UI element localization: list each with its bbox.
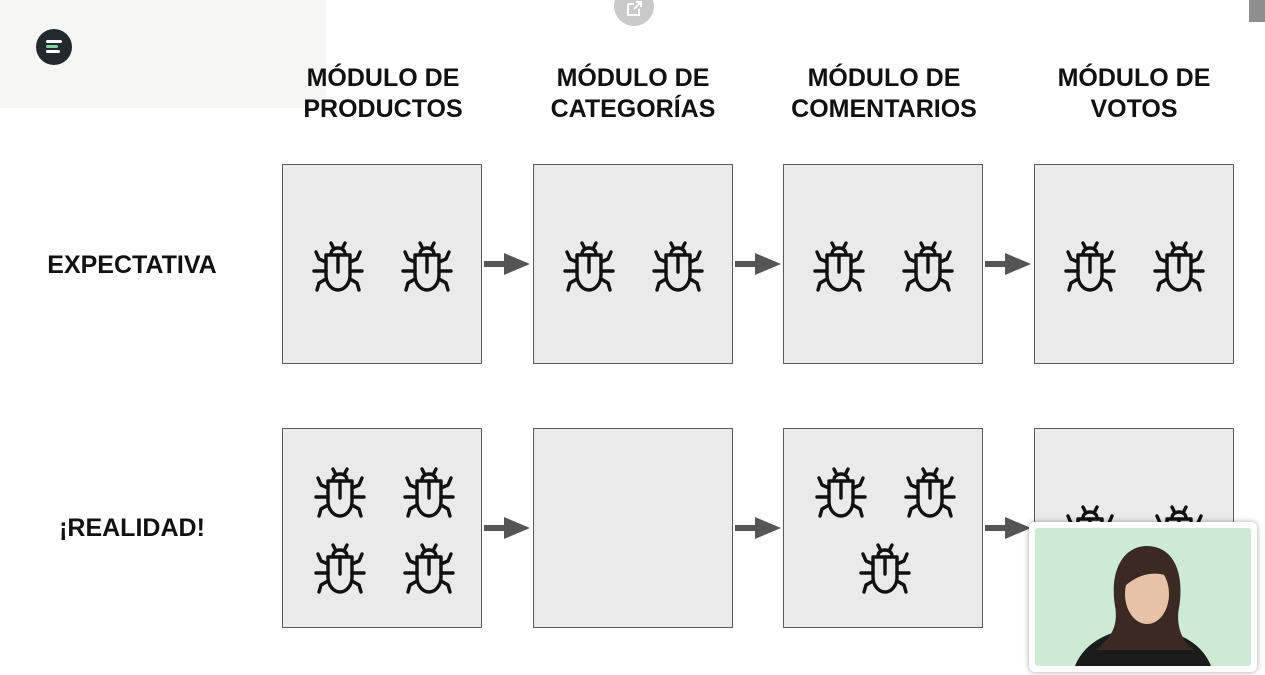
module-box: [533, 164, 733, 364]
column-title-productos: MÓDULO DE PRODUCTOS: [303, 64, 463, 123]
bug-icon: [1148, 234, 1210, 296]
bug-icon: [810, 460, 872, 522]
bug-icon: [398, 460, 460, 522]
presenter-video: [1035, 528, 1251, 666]
flow-arrow: [484, 251, 532, 277]
bug-icon: [899, 460, 961, 522]
module-box: [533, 428, 733, 628]
flow-arrow: [735, 515, 783, 541]
bug-icon: [309, 536, 371, 598]
module-box: [282, 428, 482, 628]
module-box: [783, 164, 983, 364]
bug-icon: [1059, 234, 1121, 296]
bug-icon: [398, 536, 460, 598]
module-box: [282, 164, 482, 364]
row-label-expectativa: EXPECTATIVA: [47, 251, 217, 279]
bug-icon: [396, 234, 458, 296]
flow-arrow: [985, 251, 1033, 277]
module-box: [783, 428, 983, 628]
bug-icon: [897, 234, 959, 296]
bug-icon: [558, 234, 620, 296]
flow-arrow: [484, 515, 532, 541]
column-title-categorias: MÓDULO DE CATEGORÍAS: [550, 64, 716, 123]
bug-icon: [309, 460, 371, 522]
external-link-icon[interactable]: [614, 0, 654, 26]
edge-marker: [1249, 0, 1265, 22]
row-label-realidad: ¡REALIDAD!: [59, 514, 205, 542]
flow-arrow: [985, 515, 1033, 541]
bug-icon: [808, 234, 870, 296]
webcam-overlay[interactable]: [1029, 522, 1257, 672]
app-logo[interactable]: [36, 29, 72, 65]
flow-arrow: [735, 251, 783, 277]
column-title-comentarios: MÓDULO DE COMENTARIOS: [791, 64, 977, 123]
column-title-votos: MÓDULO DE VOTOS: [1057, 64, 1211, 123]
bug-icon: [647, 234, 709, 296]
bug-icon: [854, 536, 916, 598]
bug-icon: [307, 234, 369, 296]
module-box: [1034, 164, 1234, 364]
